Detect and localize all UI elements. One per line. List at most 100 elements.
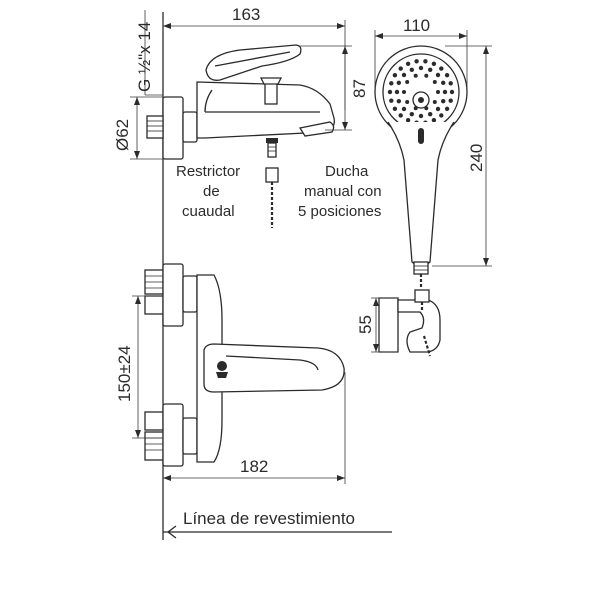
front-lever — [203, 343, 345, 393]
nozzle-dot — [396, 99, 401, 104]
dim-182: 182 — [163, 372, 346, 484]
nozzle-dot — [396, 80, 401, 86]
nozzle-dot — [432, 100, 437, 104]
nozzle-dot — [444, 106, 450, 112]
holder-cup — [397, 299, 441, 353]
brand-logo — [217, 361, 227, 371]
nozzle-dot — [431, 118, 437, 123]
nozzle-dot — [435, 72, 441, 78]
nozzle-dot — [428, 67, 433, 73]
nozzle-dot — [441, 99, 446, 104]
restrictor-line-2: de — [203, 183, 220, 200]
nozzle-dot — [428, 112, 433, 117]
shower-outlet-nut-top — [266, 138, 278, 143]
nozzle-dot — [401, 72, 407, 78]
eccentric-nut — [182, 111, 198, 143]
nozzle-dot — [392, 73, 398, 78]
nozzle-dot — [405, 100, 410, 104]
top-inlet-nut — [144, 295, 164, 315]
nozzle-dot — [414, 59, 419, 64]
shower-line-1: Ducha — [325, 163, 369, 180]
nozzle-dot — [418, 65, 424, 71]
nozzle-dot — [409, 112, 414, 117]
top-eccentric-nut — [182, 275, 198, 313]
wall-caption: Línea de revestimiento — [183, 509, 355, 528]
nozzle-dot — [424, 73, 429, 78]
bottom-escutcheon — [162, 403, 184, 467]
nozzle-dot — [439, 113, 444, 118]
hand-shower — [374, 45, 468, 288]
dim-150: 150±24 — [115, 295, 163, 439]
holder-base — [378, 297, 399, 353]
dim-thread-label: G ½"x 14 — [135, 22, 154, 92]
nozzle-dot — [392, 106, 398, 112]
spout-outlet — [298, 121, 335, 137]
nozzle-dot — [449, 89, 455, 95]
holder-clip — [414, 289, 430, 303]
dim-150-label: 150±24 — [115, 345, 134, 402]
bottom-inlet-thread — [144, 431, 164, 461]
restrictor-label: Restrictor de cuaudal — [176, 163, 240, 220]
nozzle-dot — [436, 90, 440, 94]
dim-110: 110 — [374, 16, 468, 88]
flow-restrictor — [265, 167, 279, 183]
wall-caption-arrow — [166, 525, 177, 539]
nozzle-dot — [405, 61, 411, 66]
bottom-inlet-nut — [144, 411, 164, 431]
nozzle-dot — [413, 73, 418, 78]
shower-outlet — [267, 142, 277, 158]
dim-240: 240 — [432, 45, 492, 267]
nozzle-dot — [389, 98, 394, 103]
nozzle-dot — [389, 81, 394, 86]
nozzle-dot — [432, 80, 437, 84]
nozzle-dot — [401, 106, 407, 112]
nozzle-dot — [409, 67, 414, 73]
dim-163: 163 — [162, 5, 346, 110]
bottom-eccentric-nut — [182, 417, 198, 455]
lever-handle — [205, 44, 302, 81]
dim-diameter: Ø62 — [113, 96, 163, 160]
dim-240-label: 240 — [467, 144, 486, 172]
mixer-side-view — [146, 44, 335, 228]
dim-182-label: 182 — [240, 457, 268, 476]
shower-holder — [378, 289, 441, 357]
dim-110-label: 110 — [403, 16, 430, 35]
nozzle-dot — [387, 89, 393, 95]
diverter-knob — [259, 77, 283, 85]
dim-87: 87 — [298, 45, 369, 131]
shower-hose-nut — [413, 261, 429, 275]
nozzle-dot — [448, 81, 453, 86]
dim-87-label: 87 — [350, 79, 369, 98]
nozzle-dot — [444, 73, 450, 78]
dim-55: 55 — [356, 297, 398, 353]
shower-line-2: manual con — [304, 183, 382, 200]
inlet-thread — [146, 115, 164, 139]
nozzle-dot — [441, 80, 446, 86]
shower-label: Ducha manual con 5 posiciones — [298, 163, 382, 220]
restrictor-line-1: Restrictor — [176, 163, 240, 180]
dim-diameter-label: Ø62 — [113, 119, 132, 151]
top-escutcheon — [162, 263, 184, 327]
nozzle-dot — [394, 89, 400, 95]
nozzle-dot — [439, 66, 444, 71]
shower-nozzles — [387, 59, 455, 125]
dim-thread: G ½"x 14 — [135, 10, 163, 96]
nozzle-dot — [423, 59, 428, 64]
nozzle-dot — [431, 61, 437, 66]
nozzle-dot — [398, 66, 403, 71]
mixer-front-view — [144, 263, 345, 467]
restrictor-line-3: cuaudal — [182, 203, 235, 220]
nozzle-dot — [398, 113, 403, 118]
nozzle-dot — [442, 89, 448, 95]
nozzle-dot — [448, 98, 453, 103]
shower-line-3: 5 posiciones — [298, 203, 381, 220]
nozzle-dot — [405, 80, 410, 84]
nozzle-dot — [402, 90, 406, 94]
nozzle-dot — [435, 106, 441, 112]
dim-163-label: 163 — [232, 5, 260, 24]
dim-55-label: 55 — [356, 315, 375, 334]
nozzle-dot — [405, 118, 411, 123]
wall-escutcheon — [162, 96, 184, 160]
